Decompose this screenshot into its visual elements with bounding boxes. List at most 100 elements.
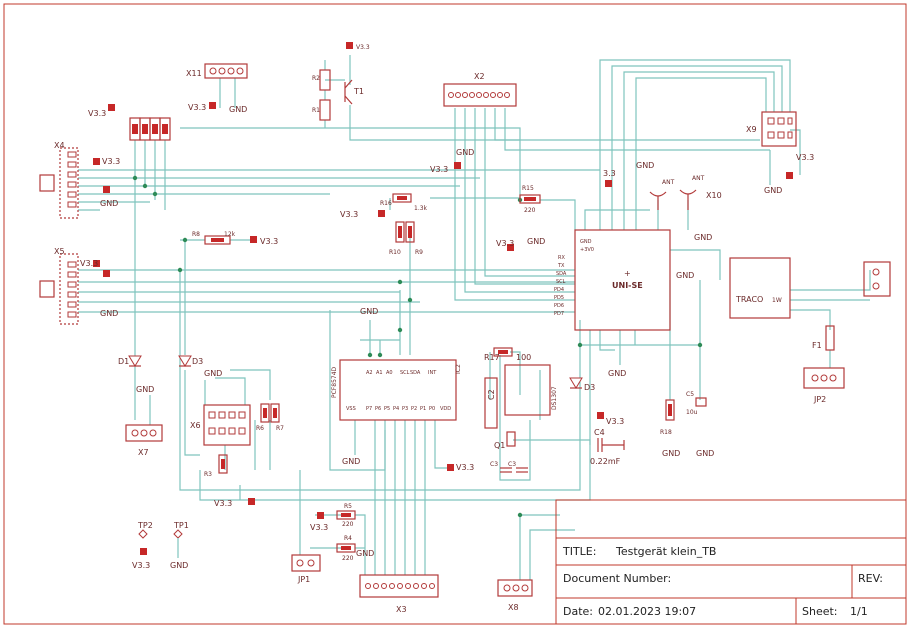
r18-label: R18 xyxy=(660,429,672,436)
pcf-pin-p1: P1 xyxy=(420,406,426,412)
r16-value: 1.3k xyxy=(414,205,428,212)
r4-label: R4 xyxy=(344,535,352,542)
r17-label: R17 xyxy=(484,353,500,362)
x9-v33-label: V3.3 xyxy=(796,153,814,162)
uni-pin-gnd: GND xyxy=(580,239,592,245)
resistor-r3: R3 V3.3 xyxy=(204,454,232,508)
x8-label: X8 xyxy=(508,603,519,612)
r5-value: 220 xyxy=(342,521,354,528)
uni-pin-pd4: PD4 xyxy=(554,287,564,293)
docnum-label: Document Number: xyxy=(563,572,671,585)
traco-sub-label: 1W xyxy=(772,297,782,304)
uni-pin-sda: SDA xyxy=(556,271,567,277)
x4-v33-label: V3.3 xyxy=(102,157,120,166)
r17-value: 100 xyxy=(516,353,531,362)
traco-label: TRACO xyxy=(735,295,763,304)
net-wires xyxy=(78,55,871,580)
resistor-r6: R6 xyxy=(256,403,270,432)
r4-gnd-label: GND xyxy=(356,549,374,558)
capacitor-c4: C4 0.22mF xyxy=(590,428,625,466)
x9-gnd-label: GND xyxy=(764,186,782,195)
pcf-pin-a2: A2 xyxy=(366,370,373,376)
uni-bottom-v33: V3.3 xyxy=(606,417,624,426)
title-label: TITLE: xyxy=(562,545,596,558)
x11-v33-label: V3.3 xyxy=(188,103,206,112)
x5-gnd-label: GND xyxy=(100,309,118,318)
x4-gnd-label: GND xyxy=(100,199,118,208)
x10-label: X10 xyxy=(706,191,722,200)
pcf-name: PCF8574D xyxy=(331,366,338,398)
pcf-v33-label: V3.3 xyxy=(456,463,474,472)
x3-label: X3 xyxy=(396,605,407,614)
r-array-v33-label: V3.3 xyxy=(88,109,106,118)
module-traco: TRACO 1W GND xyxy=(676,257,791,319)
r16-label: R16 xyxy=(380,200,392,207)
x11-gnd-label: GND xyxy=(229,105,247,114)
capacitor-c5: C5 10u GND xyxy=(686,391,714,458)
c3b-label: C3 xyxy=(508,461,516,468)
jp1-label: JP1 xyxy=(297,575,310,584)
uni-top-v33: 3.3 xyxy=(603,169,616,178)
resistor-r15: R15 220 xyxy=(519,185,541,214)
pcf-gnd-bottom: GND xyxy=(342,457,360,466)
diode-d3: D3 xyxy=(569,377,595,392)
ds1307-label: DS1307 xyxy=(551,386,558,410)
connector-x6: X6 GND xyxy=(190,369,251,446)
pcf-pin-p7: P7 xyxy=(366,406,372,412)
crystal-q1: Q1 xyxy=(494,431,516,450)
x7-gnd-label: GND xyxy=(136,385,154,394)
ant2-label: ANT xyxy=(692,175,705,182)
uni-pin-pd5: PD5 xyxy=(554,295,564,301)
diode-d2: D3 xyxy=(178,355,203,367)
pcf-pin-p0: P0 xyxy=(429,406,435,412)
resistor-r16: R16 1.3k V3.3 xyxy=(340,193,428,219)
jumper-jp1: JP1 V3.3 xyxy=(291,523,328,584)
uni-pin-pd6: PD6 xyxy=(554,303,564,309)
f1-label: F1 xyxy=(812,341,822,350)
ant1-label: ANT xyxy=(662,179,675,186)
sheet-value: 1/1 xyxy=(850,605,868,618)
pcf-pin-sda: SDA xyxy=(410,370,421,376)
r8-label: R8 xyxy=(192,231,200,238)
q1-label: Q1 xyxy=(494,441,505,450)
x5-v33-label: V3.3 xyxy=(80,259,98,268)
jp1-v33-label: V3.3 xyxy=(310,523,328,532)
resistor-r5: R5 220 xyxy=(336,503,356,528)
uni-pin-rx: RX xyxy=(558,255,565,261)
pcf-pin-p6: P6 xyxy=(375,406,381,412)
connector-right xyxy=(863,261,891,297)
rev-label: REV: xyxy=(858,572,883,585)
resistor-r9-r10: R10 R9 xyxy=(389,221,423,256)
connector-x3: X3 xyxy=(359,574,439,614)
jp2-label: JP2 xyxy=(813,395,826,404)
connector-x2: X2 GND V3.3 xyxy=(430,72,517,174)
c5-label: C5 xyxy=(686,391,694,398)
d1-label: D1 xyxy=(118,357,129,366)
supply-markers xyxy=(93,42,793,555)
pcf-pin-p4: P4 xyxy=(393,406,399,412)
c4-value: 0.22mF xyxy=(590,457,621,466)
c4-label: C4 xyxy=(594,428,605,437)
r5-label: R5 xyxy=(344,503,352,510)
tp2-label: TP2 xyxy=(137,521,153,530)
r18-gnd-label: GND xyxy=(662,449,680,458)
r1-label: R1 xyxy=(312,107,320,114)
sheet-label: Sheet: xyxy=(802,605,838,618)
resistor-r7: R7 xyxy=(270,403,284,432)
r8-v33-label: V3.3 xyxy=(260,237,278,246)
uni-pin-tx: TX xyxy=(557,263,565,269)
junction-dots xyxy=(132,175,703,518)
uni-v33-label: V3.3 xyxy=(496,239,514,248)
pcf-pin-a1: A1 xyxy=(376,370,383,376)
ic-pcf8574: PCF8574D IC2 A2 A1 A0 SCL SDA INT VSS P7… xyxy=(331,307,474,472)
date-value: 02.01.2023 19:07 xyxy=(598,605,696,618)
uni-se-plus: + xyxy=(624,269,631,278)
c3-label: C3 xyxy=(490,461,498,468)
title-value: Testgerät klein_TB xyxy=(615,545,716,558)
capacitors-c3: C3 C3 xyxy=(490,461,528,473)
x11-label: X11 xyxy=(186,69,202,78)
r6-label: R6 xyxy=(256,425,264,432)
r10-label: R10 xyxy=(389,249,401,256)
pcf-pin-p2: P2 xyxy=(411,406,417,412)
